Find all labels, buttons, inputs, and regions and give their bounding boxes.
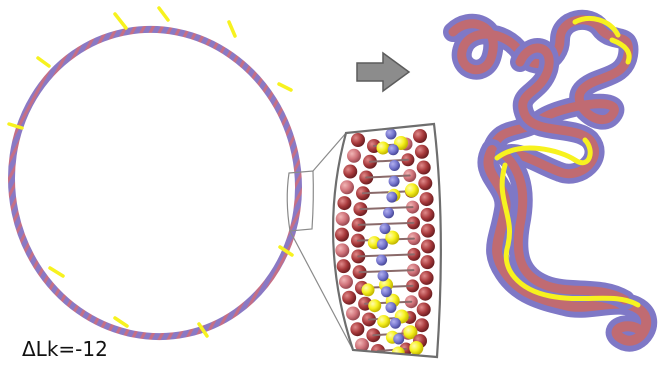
backbone-bead [418,176,432,190]
backbone-bead [346,306,360,320]
backbone-bead [343,165,357,179]
backbone-bead [336,212,350,226]
axis-bead [383,207,394,218]
axis-bead [393,334,404,345]
axis-bead [381,286,392,297]
circular-dna-ring [0,3,327,364]
axis-bead [378,270,389,281]
backbone-bead [347,149,361,163]
backbone-bead [339,275,353,289]
axis-bead [379,223,390,234]
backbone-bead [337,259,351,273]
axis-bead [389,160,400,171]
marker-bead [377,142,390,155]
backbone-bead [420,271,434,285]
axis-bead [388,144,399,155]
backbone-bead [421,239,435,253]
linking-number-label: ΔLk=-12 [22,337,108,361]
axis-bead [385,302,396,313]
axis-bead [386,192,397,203]
backbone-bead [337,196,351,210]
backbone-bead [418,287,432,301]
marker-bead [368,299,381,312]
backbone-bead [340,180,354,194]
right-arrow-icon [357,53,409,91]
axis-bead [386,129,397,140]
backbone-bead [417,161,431,175]
zoomed-dna-detail [310,115,450,365]
backbone-bead [415,145,429,159]
marker-bead [405,183,419,197]
marker-bead [377,315,390,328]
supercoiled-dna [453,18,646,340]
backbone-bead [420,208,434,222]
backbone-bead [335,243,349,257]
backbone-bead [421,224,435,238]
backbone-bead [351,133,365,147]
backbone-bead [417,302,431,316]
backbone-bead [420,192,434,206]
axis-bead [376,255,387,266]
axis-bead [389,176,400,187]
backbone-bead [335,228,349,242]
axis-bead [377,239,388,250]
backbone-bead [420,255,434,269]
axis-bead [390,318,401,329]
backbone-bead [342,291,356,305]
backbone-bead [413,129,427,143]
backbone-bead [350,322,364,336]
marker-bead [362,283,375,296]
marker-bead [409,341,423,355]
